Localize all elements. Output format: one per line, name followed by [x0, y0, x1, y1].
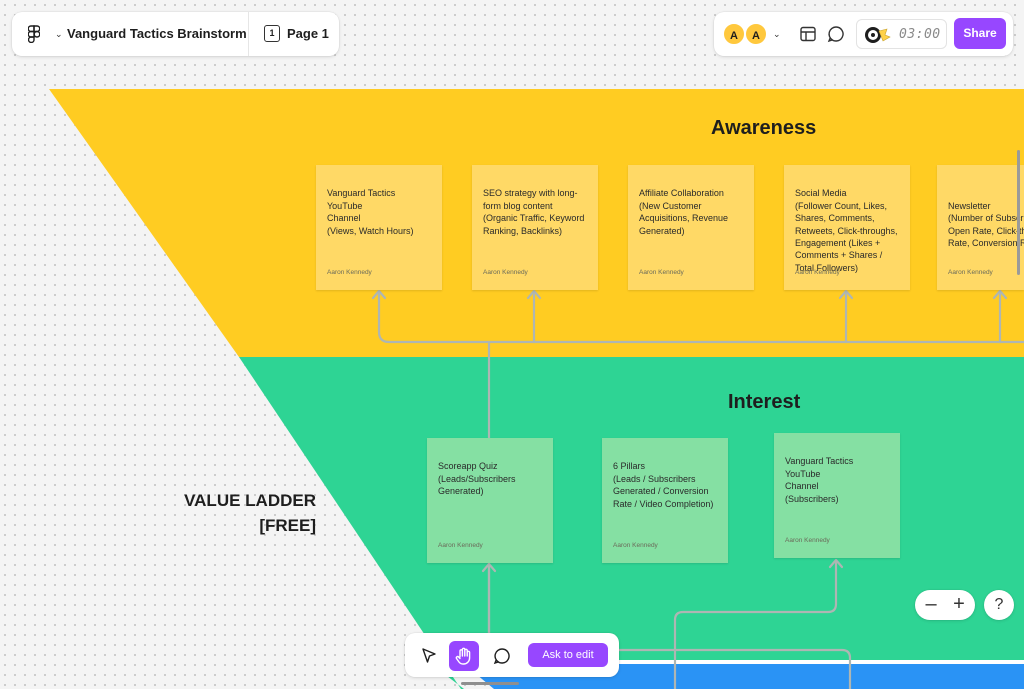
sticky-note-author: Aaron Kennedy	[483, 268, 528, 276]
comment-icon[interactable]	[826, 24, 846, 44]
sticky-note-author: Aaron Kennedy	[639, 268, 684, 276]
toolbar-divider	[248, 12, 249, 56]
timer-icon	[865, 27, 891, 43]
band-divider	[436, 660, 1024, 664]
sticky-note-author: Aaron Kennedy	[613, 541, 658, 549]
sticky-note[interactable]: Affiliate Collaboration (New Customer Ac…	[628, 165, 754, 290]
page-selector[interactable]: Page 1	[287, 26, 329, 41]
sticky-note-text: Newsletter (Number of Subscri Open Rate,…	[948, 200, 1024, 249]
sticky-note[interactable]: Newsletter (Number of Subscri Open Rate,…	[937, 165, 1024, 290]
layout-icon[interactable]	[798, 24, 818, 44]
avatar[interactable]: A	[722, 22, 746, 46]
sticky-note-text: 6 Pillars (Leads / Subscribers Generated…	[613, 461, 714, 509]
sticky-note-text: Social Media (Follower Count, Likes, Sha…	[795, 188, 898, 273]
sticky-note[interactable]: Vanguard Tactics YouTube Channel (Subscr…	[774, 433, 900, 558]
file-toolbar: ⌄ Vanguard Tactics Brainstorm 1 Page 1	[12, 12, 339, 56]
sticky-note-author: Aaron Kennedy	[948, 268, 993, 276]
value-ladder-line2: [FREE]	[259, 516, 316, 535]
zoom-controls: – +	[915, 590, 975, 620]
ask-to-edit-button[interactable]: Ask to edit	[528, 643, 608, 667]
zoom-out-button[interactable]: –	[925, 593, 937, 615]
value-ladder-line1: VALUE LADDER	[184, 491, 316, 510]
sticky-note[interactable]: Scoreapp Quiz (Leads/Subscribers Generat…	[427, 438, 553, 563]
sticky-note-author: Aaron Kennedy	[795, 268, 840, 276]
timer-value: 03:00	[899, 27, 941, 42]
share-button[interactable]: Share	[954, 18, 1006, 49]
avatar[interactable]: A	[744, 22, 768, 46]
collaboration-toolbar: A A ⌄ 03:00 Share	[714, 12, 1013, 56]
timer[interactable]: 03:00	[856, 19, 947, 49]
sticky-note[interactable]: SEO strategy with long- form blog conten…	[472, 165, 598, 290]
horizontal-scrollbar[interactable]	[461, 682, 519, 685]
zoom-in-button[interactable]: +	[953, 593, 965, 615]
sticky-note[interactable]: 6 Pillars (Leads / Subscribers Generated…	[602, 438, 728, 563]
sticky-note[interactable]: Vanguard Tactics YouTube Channel (Views,…	[316, 165, 442, 290]
move-tool-cursor-icon[interactable]	[414, 641, 444, 671]
help-button[interactable]: ?	[984, 590, 1014, 620]
hand-tool-icon[interactable]	[449, 641, 479, 671]
figma-logo-icon[interactable]	[27, 25, 41, 48]
collaborators-chevron-icon[interactable]: ⌄	[773, 29, 781, 39]
sticky-note-text: Affiliate Collaboration (New Customer Ac…	[639, 188, 729, 236]
sticky-note-author: Aaron Kennedy	[438, 541, 483, 549]
sticky-note-author: Aaron Kennedy	[327, 268, 372, 276]
file-title[interactable]: Vanguard Tactics Brainstorm	[67, 26, 247, 41]
connector-lower	[487, 648, 852, 689]
value-ladder-label[interactable]: VALUE LADDER [FREE]	[170, 488, 316, 538]
bottom-toolbar: Ask to edit	[405, 633, 619, 677]
comment-tool-icon[interactable]	[487, 641, 517, 671]
section-title-interest[interactable]: Interest	[728, 391, 801, 413]
sticky-note-text: Vanguard Tactics YouTube Channel (Views,…	[327, 188, 414, 236]
page-icon: 1	[264, 25, 280, 42]
sticky-note-text: SEO strategy with long- form blog conten…	[483, 188, 585, 236]
sticky-note-text: Vanguard Tactics YouTube Channel (Subscr…	[785, 456, 854, 504]
section-title-awareness[interactable]: Awareness	[711, 117, 817, 139]
sticky-note[interactable]: Social Media (Follower Count, Likes, Sha…	[784, 165, 910, 290]
main-menu-chevron-icon[interactable]: ⌄	[55, 29, 63, 39]
connector-youtube-interest	[673, 560, 838, 689]
sticky-note-text: Scoreapp Quiz (Leads/Subscribers Generat…	[438, 461, 516, 497]
arrowheads	[371, 289, 1008, 573]
vertical-scrollbar[interactable]	[1017, 150, 1020, 275]
connector-bus	[377, 290, 1024, 344]
sticky-note-author: Aaron Kennedy	[785, 536, 830, 544]
